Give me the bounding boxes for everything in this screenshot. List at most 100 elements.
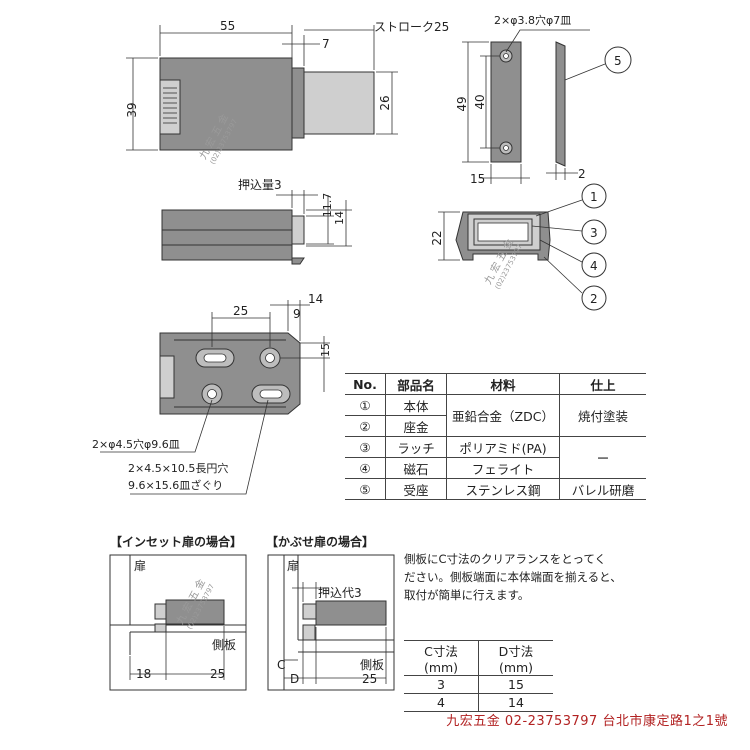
spec-table: No. 部品名 材料 仕上 ① 本体 亜鉛合金（ZDC） 焼付塗装 ② 座金 ③… bbox=[345, 373, 646, 500]
overlay-c-label: C bbox=[277, 658, 285, 672]
inset-catch-body bbox=[165, 599, 225, 625]
callout-3 bbox=[581, 219, 607, 245]
front-view: 22 1 3 4 2 bbox=[430, 183, 607, 311]
callout-5 bbox=[604, 46, 632, 74]
cd-table: C寸法(mm) D寸法(mm) 3 15 4 14 bbox=[404, 640, 553, 712]
dim-base-14: 14 bbox=[308, 292, 323, 306]
svg-text:3: 3 bbox=[590, 226, 598, 240]
top-view-body bbox=[159, 57, 293, 151]
base-view: 25 14 9 15 2×φ4.5穴φ9.6皿 2×4.5×10.5長円穴 9.… bbox=[92, 292, 332, 495]
spec-no: ① bbox=[345, 394, 386, 416]
dim-49: 49 bbox=[455, 96, 469, 111]
dim-40: 40 bbox=[473, 94, 487, 109]
table-row: ③ ラッチ ポリアミド(PA) ー bbox=[345, 436, 646, 479]
svg-text:5: 5 bbox=[614, 54, 622, 68]
inset-door-label: 扉 bbox=[134, 559, 146, 573]
overlay-title: 【かぶせ扉の場合】 bbox=[266, 535, 375, 549]
inset-dim-18: 18 bbox=[136, 667, 151, 681]
cd-c: 3 bbox=[404, 675, 479, 694]
spec-finish: ー bbox=[559, 436, 646, 479]
inset-diagram: 扉 側板 18 25 bbox=[109, 554, 247, 691]
cd-c: 4 bbox=[404, 693, 479, 712]
table-row: ② 座金 bbox=[345, 415, 646, 437]
overlay-dim-25: 25 bbox=[362, 672, 377, 686]
overlay-d-label: D bbox=[290, 672, 299, 686]
footer-contact: 九宏五金 02-23753797 台北市康定路1之1號 bbox=[446, 714, 728, 729]
spec-header-material: 材料 bbox=[446, 373, 560, 395]
overlay-door-label: 扉 bbox=[287, 559, 299, 573]
spec-part: 受座 bbox=[385, 478, 447, 500]
overlay-diagram: 扉 側板 押込代3 C D 25 bbox=[267, 554, 395, 691]
dim-base-25: 25 bbox=[233, 304, 248, 318]
cd-header-d: D寸法(mm) bbox=[478, 640, 553, 676]
table-row: 3 15 bbox=[404, 675, 553, 694]
install-note-line: 取付が簡単に行えます。 bbox=[404, 588, 530, 602]
spec-material: ポリアミド(PA) bbox=[446, 436, 560, 458]
inset-dim-25: 25 bbox=[210, 667, 225, 681]
strike-view: 2×φ3.8穴φ7皿 49 40 15 2 5 bbox=[455, 13, 632, 186]
table-row: 4 14 bbox=[404, 693, 553, 712]
dim-stroke: ストローク25 bbox=[374, 20, 449, 34]
side-view-body bbox=[161, 209, 293, 261]
table-row: ① 本体 亜鉛合金（ZDC） 焼付塗装 bbox=[345, 394, 646, 437]
spec-part: 本体 bbox=[385, 394, 447, 416]
dim-strike-2: 2 bbox=[578, 167, 586, 181]
svg-text:4: 4 bbox=[590, 259, 598, 273]
top-view-mounting-plate bbox=[159, 79, 181, 135]
base-slot-note-1: 2×4.5×10.5長円穴 bbox=[128, 461, 228, 475]
install-note: 側板にC寸法のクリアランスをとってく ださい。側板端面に本体端面を揃えると、 取… bbox=[404, 550, 622, 604]
top-view-magnet-ribs bbox=[163, 87, 177, 124]
cd-header-c: C寸法(mm) bbox=[404, 640, 479, 676]
callout-4 bbox=[581, 252, 607, 278]
spec-finish: 焼付塗装 bbox=[559, 394, 646, 437]
callout-1 bbox=[581, 183, 607, 209]
spec-part: 座金 bbox=[385, 415, 447, 437]
top-view-latch bbox=[303, 71, 375, 135]
cd-table-header: C寸法(mm) D寸法(mm) bbox=[404, 640, 553, 676]
strike-hole-note: 2×φ3.8穴φ7皿 bbox=[494, 13, 571, 27]
spec-no: ④ bbox=[345, 457, 386, 479]
spec-part: 磁石 bbox=[385, 457, 447, 479]
spec-header-no: No. bbox=[345, 373, 386, 395]
top-view: 55 7 ストローク25 39 26 bbox=[125, 19, 449, 151]
base-slot-note-2: 9.6×15.6皿ざぐり bbox=[128, 478, 223, 492]
install-note-line: 側板にC寸法のクリアランスをとってく bbox=[404, 552, 607, 566]
spec-material: フェライト bbox=[446, 457, 560, 479]
table-row: ⑤ 受座 ステンレス鋼 バレル研磨 bbox=[345, 478, 646, 500]
install-note-line: ださい。側板端面に本体端面を揃えると、 bbox=[404, 570, 622, 584]
dim-7: 7 bbox=[322, 37, 330, 51]
spec-header-part: 部品名 bbox=[385, 373, 447, 395]
dim-11-7: 11.7 bbox=[321, 193, 334, 218]
spec-material: 亜鉛合金（ZDC） bbox=[446, 394, 560, 437]
overlay-side-label: 側板 bbox=[360, 658, 384, 672]
inset-title: 【インセット扉の場合】 bbox=[110, 535, 243, 549]
dim-22: 22 bbox=[430, 230, 444, 245]
spec-part: ラッチ bbox=[385, 436, 447, 458]
dim-55: 55 bbox=[220, 19, 235, 33]
spec-table-header: No. 部品名 材料 仕上 bbox=[345, 373, 646, 395]
top-view-latch-base bbox=[291, 67, 305, 139]
callout-2 bbox=[581, 285, 607, 311]
spec-no: ③ bbox=[345, 436, 386, 458]
spec-header-finish: 仕上 bbox=[559, 373, 646, 395]
spec-finish: バレル研磨 bbox=[559, 478, 646, 500]
svg-text:2: 2 bbox=[590, 292, 598, 306]
dim-base-15: 15 bbox=[319, 343, 332, 357]
cd-d: 14 bbox=[478, 693, 553, 712]
overlay-catch-body bbox=[315, 600, 387, 626]
side-view-latch bbox=[291, 215, 305, 245]
cd-d: 15 bbox=[478, 675, 553, 694]
base-hole-note: 2×φ4.5穴φ9.6皿 bbox=[92, 437, 180, 451]
svg-text:1: 1 bbox=[590, 190, 598, 204]
strike-plate-side bbox=[555, 41, 566, 167]
spec-no: ⑤ bbox=[345, 478, 386, 500]
dim-39: 39 bbox=[125, 102, 139, 117]
side-view: 押込量3 11.7 14 bbox=[161, 178, 352, 265]
spec-material: ステンレス鋼 bbox=[446, 478, 560, 500]
dim-strike-15: 15 bbox=[470, 172, 485, 186]
dim-side-14: 14 bbox=[333, 211, 346, 225]
dim-26: 26 bbox=[378, 95, 392, 110]
dim-base-9: 9 bbox=[293, 307, 301, 321]
spec-no: ② bbox=[345, 415, 386, 437]
